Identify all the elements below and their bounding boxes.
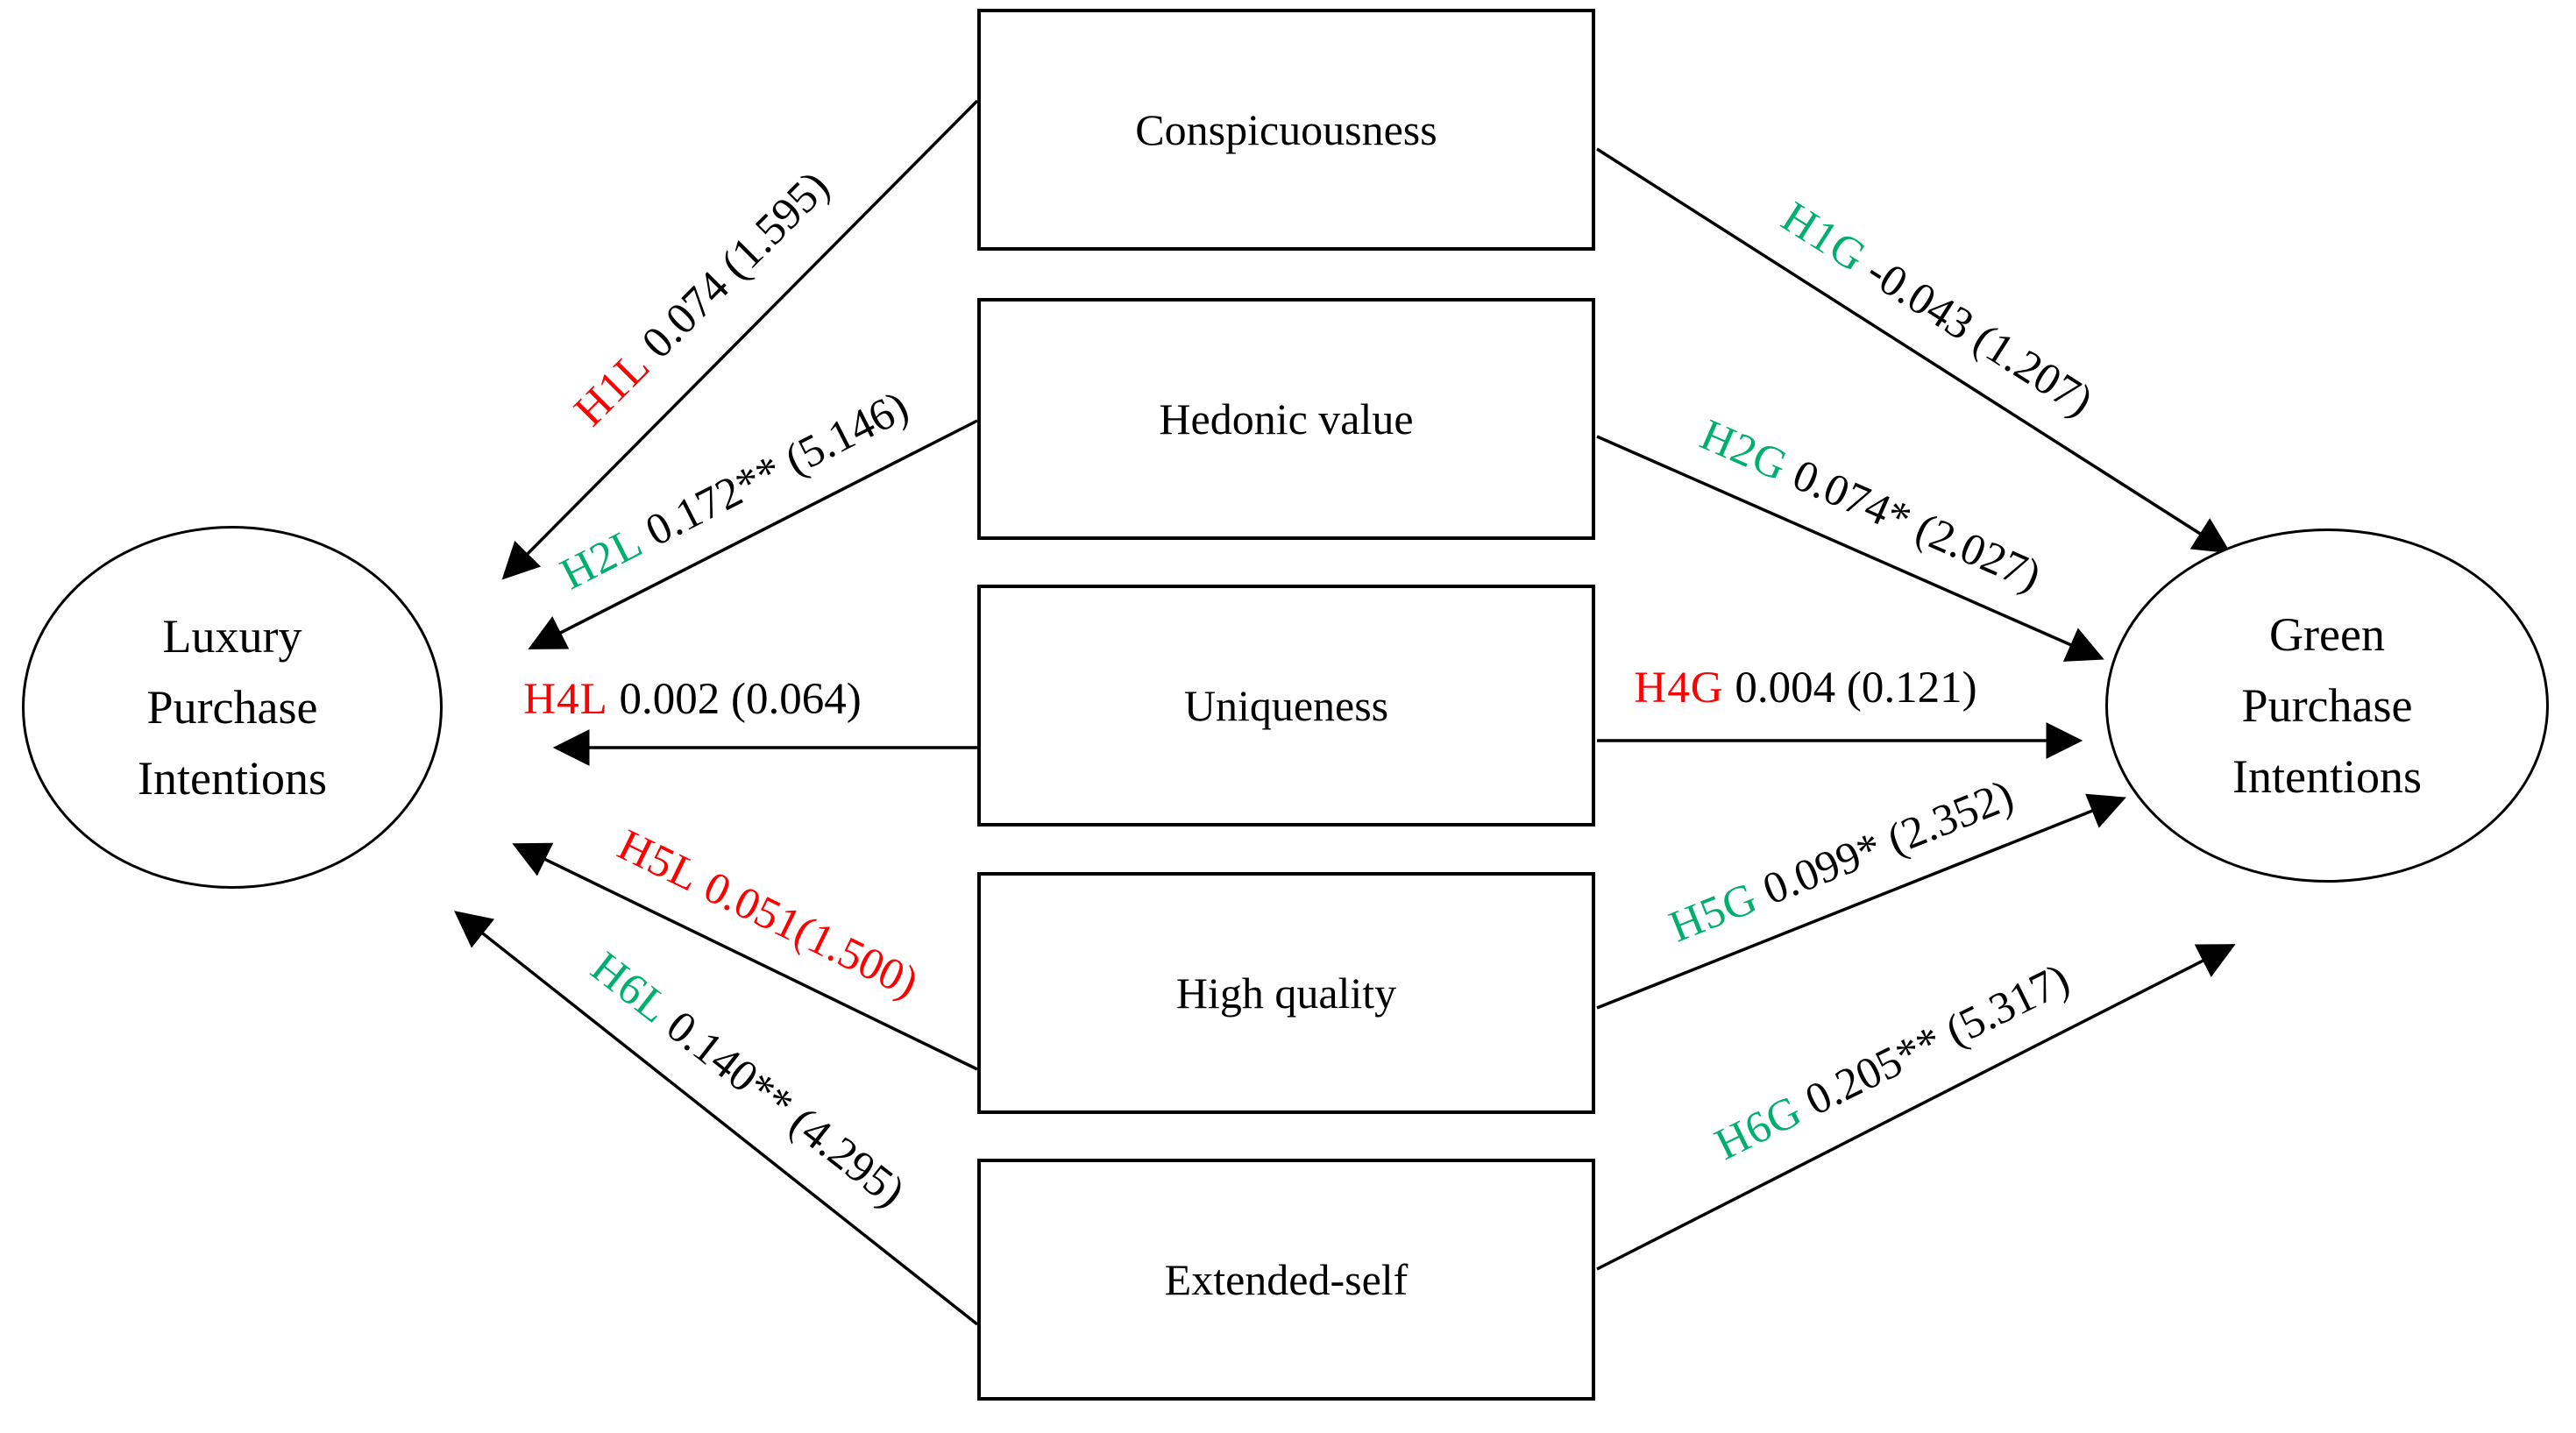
- box-conspicuousness: Conspicuousness: [977, 9, 1595, 251]
- box-high-quality-label: High quality: [1175, 968, 1397, 1018]
- box-hedonic-value-label: Hedonic value: [1159, 394, 1414, 443]
- arrow-H6G: [1596, 944, 2236, 1271]
- hypothesis-code-H4L: H4L: [523, 675, 608, 724]
- path-label-H4L: H4L 0.002 (0.064): [516, 672, 869, 727]
- arrow-H1G: [1596, 147, 2232, 554]
- arrow-H5L: [512, 842, 978, 1071]
- box-uniqueness-label: Uniqueness: [1183, 681, 1389, 730]
- green-purchase-intentions-ellipse: Green Purchase Intentions: [2105, 529, 2549, 883]
- box-conspicuousness-label: Conspicuousness: [1135, 105, 1437, 154]
- luxury-ellipse-line-3: Intentions: [138, 751, 327, 805]
- green-ellipse-line-1: Green: [2269, 607, 2385, 661]
- box-high-quality: High quality: [977, 872, 1595, 1114]
- arrow-H2L: [528, 419, 978, 649]
- luxury-purchase-intentions-ellipse: Luxury Purchase Intentions: [22, 526, 443, 889]
- hypothesis-value-H4L: 0.002 (0.064): [619, 675, 862, 724]
- arrow-H2G: [1596, 435, 2104, 662]
- box-uniqueness: Uniqueness: [977, 585, 1595, 826]
- green-ellipse-line-3: Intentions: [2232, 749, 2422, 803]
- hypothesis-code-H4G: H4G: [1634, 663, 1724, 713]
- box-extended-self: Extended-self: [977, 1159, 1595, 1401]
- green-ellipse-line-2: Purchase: [2241, 678, 2413, 732]
- arrow-H1L: [501, 99, 979, 580]
- hypothesis-value-H4G: 0.004 (0.121): [1735, 663, 1977, 713]
- arrow-H6L: [454, 911, 979, 1326]
- path-label-H4G: H4G 0.004 (0.121): [1627, 661, 1984, 715]
- box-hedonic-value: Hedonic value: [977, 298, 1595, 540]
- arrow-H5G: [1596, 793, 2126, 1010]
- luxury-ellipse-line-2: Purchase: [146, 680, 318, 734]
- luxury-ellipse-line-1: Luxury: [162, 609, 302, 663]
- box-extended-self-label: Extended-self: [1164, 1255, 1409, 1304]
